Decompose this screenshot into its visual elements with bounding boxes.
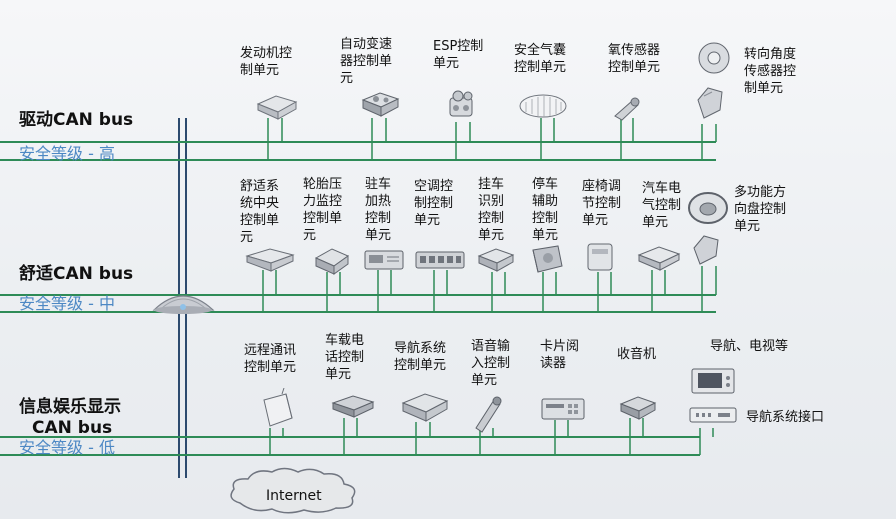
navigation-ecu-icon — [401, 393, 449, 422]
comfort-unit-label: 汽车电气控制单元 — [642, 181, 682, 230]
drive-bus-drops — [267, 118, 717, 160]
info-unit-label: 车载电话控制单元 — [325, 333, 365, 382]
esp-ecu-icon — [449, 90, 473, 117]
drive-unit-label: 氧传感器控制单元 — [608, 43, 661, 75]
park-assist-ecu-icon — [532, 245, 563, 273]
info-unit-label: 导航系统控制单元 — [394, 341, 447, 373]
drive-bus-level: 安全等级 - 高 — [19, 144, 115, 163]
drive-bus-title: 驱动CAN bus — [19, 110, 134, 130]
comfort-unit-label: 多功能方向盘控制单元 — [734, 185, 787, 234]
info-unit-label: 卡片阅读器 — [540, 339, 580, 371]
internet-label: Internet — [266, 488, 322, 504]
comfort-unit-label: 停车辅助控制单元 — [532, 177, 559, 243]
engine-ecu-icon — [256, 95, 298, 120]
oxygen-sensor-icon — [614, 97, 640, 121]
car-phone-ecu-icon — [331, 395, 375, 418]
drive-unit-label: 发动机控制单元 — [240, 46, 293, 78]
comfort-unit-label: 挂车识别控制单元 — [478, 177, 505, 243]
drive-unit-label: 转向角度传感器控制单元 — [744, 47, 797, 96]
parking-heater-ecu-icon — [364, 250, 404, 270]
navigation-interface-icon — [689, 407, 737, 423]
navigation-tv-unit-icon — [691, 368, 735, 394]
comfort-unit-label: 空调控制控制单元 — [414, 179, 454, 228]
info-bus-title-line1: 信息娱乐显示 — [19, 397, 121, 417]
vehicle-electrics-ecu-icon — [637, 246, 681, 271]
internet-cloud — [230, 467, 356, 514]
drive-unit-label: 安全气囊控制单元 — [514, 43, 567, 75]
info-bus-drops — [269, 418, 714, 455]
info-unit-label: 收音机 — [617, 347, 657, 362]
gearbox-ecu-icon — [361, 92, 400, 117]
card-reader-icon — [541, 398, 585, 420]
info-bus-title-line2: CAN bus — [32, 418, 113, 438]
radio-icon — [619, 396, 657, 420]
steering-angle-sensor-icon — [697, 42, 730, 119]
drive-unit-label: 自动变速器控制单元 — [340, 37, 393, 86]
comfort-bus-title: 舒适CAN bus — [19, 264, 134, 284]
climate-ecu-icon — [415, 251, 465, 269]
trailer-detection-ecu-icon — [477, 248, 515, 272]
comfort-unit-label: 舒适系统中央控制单元 — [240, 179, 280, 245]
seat-adjust-ecu-icon — [587, 243, 613, 271]
multifunction-steering-wheel-icon — [688, 192, 728, 265]
comfort-central-ecu-icon — [245, 248, 295, 272]
info-unit-label: 语音输入控制单元 — [471, 339, 511, 388]
voice-input-ecu-icon — [475, 396, 502, 433]
telematics-ecu-icon — [263, 388, 293, 427]
comfort-unit-label: 座椅调节控制单元 — [582, 179, 622, 228]
comfort-bus-drops — [262, 266, 717, 312]
info-bus-level: 安全等级 - 低 — [19, 438, 115, 457]
airbag-ecu-icon — [519, 94, 567, 118]
info-unit-label: 导航系统接口 — [746, 410, 825, 425]
drive-unit-label: ESP控制单元 — [433, 39, 484, 71]
info-unit-label: 远程通讯控制单元 — [244, 343, 297, 375]
tire-pressure-ecu-icon — [314, 248, 350, 275]
comfort-bus-level: 安全等级 - 中 — [19, 294, 115, 313]
comfort-unit-label: 驻车加热控制单元 — [365, 177, 392, 243]
comfort-unit-label: 轮胎压力监控控制单元 — [303, 177, 343, 243]
gateway-module — [152, 295, 215, 314]
info-unit-label: 导航、电视等 — [710, 339, 789, 354]
